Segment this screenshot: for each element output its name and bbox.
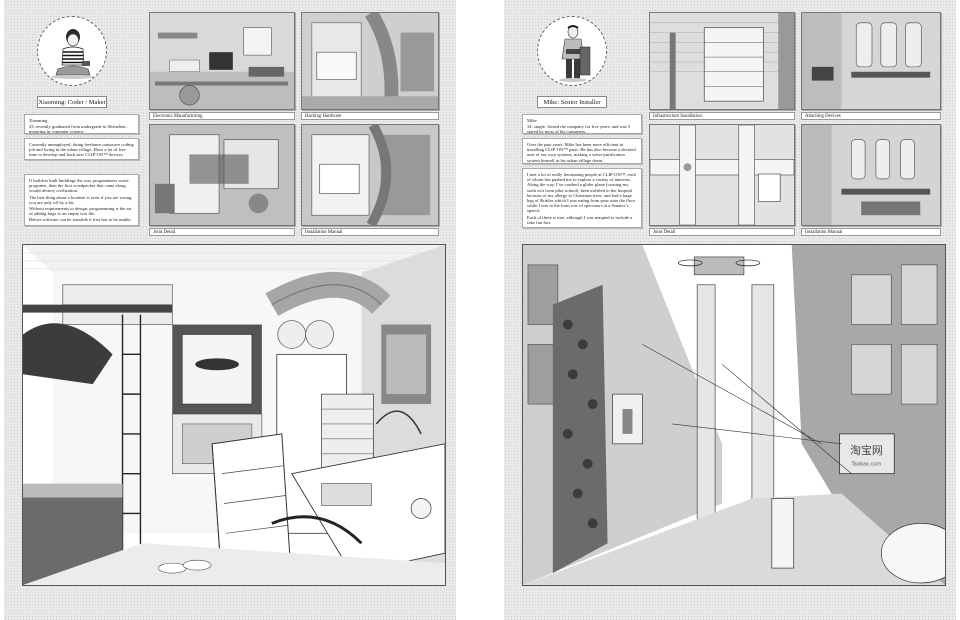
installer-avatar (537, 16, 607, 86)
coder-name-label: Xiaoming: Coder / Maker (37, 96, 107, 108)
alley-illustration: 淘宝网 Taobao.com (522, 244, 946, 586)
hacking-hardware-image (301, 12, 439, 110)
attaching-devices-image (801, 12, 941, 110)
installer-bio-line: Mike (527, 118, 537, 123)
coder-bio-intro: Xiaoming 23, recently graduated from und… (24, 114, 139, 134)
caption-installer-joint-detail: Joint Detail (649, 228, 795, 236)
infrastructure-installation-image (649, 12, 795, 110)
installer-story-line: Each of these is true, although I was te… (527, 214, 633, 225)
installation-manual-image (301, 124, 439, 226)
coder-quote-line: Without requirements or design, programm… (29, 206, 132, 217)
coder-bio-status: Currently unemployed, doing freelance ou… (24, 138, 139, 160)
electronic-manufacturing-image (149, 12, 295, 110)
taobao-sign-text: 淘宝网 (850, 443, 883, 457)
installer-joint-detail-image (649, 124, 795, 226)
caption-installation-manual: Installation Manual (301, 228, 439, 236)
coder-bio-line: Xiaoming (29, 118, 48, 123)
installer-story: I met a lot of really fascinating people… (522, 168, 642, 228)
caption-attaching-devices: Attaching Devices (801, 112, 941, 120)
caption-electronic-manufacturing: Electronic Manufacturing (149, 112, 295, 120)
caption-installer-manual: Installation Manual (801, 228, 941, 236)
coder-bio-line: 23, recently graduated from undergrade i… (29, 124, 127, 134)
coder-quote-line: The best thing about a boolean is even i… (29, 194, 133, 205)
installer-name-label: Mike: Senior Installer (537, 96, 607, 108)
coder-avatar (37, 16, 107, 86)
coder-quotes: If builders built buildings the way prog… (24, 174, 139, 226)
right-poster-sheet: Mike: Senior Installer Mike 34, single. … (504, 0, 956, 620)
caption-hacking-hardware: Hacking Hardware (301, 112, 439, 120)
installer-manual-image (801, 124, 941, 226)
caption-joint-detail: Joint Detail (149, 228, 295, 236)
installer-bio-line: 34, single. Joined the company for five … (527, 124, 631, 134)
caption-infrastructure-installation: Infrastructure Installation (649, 112, 795, 120)
coder-quote-line: If builders built buildings the way prog… (29, 178, 129, 194)
coder-room-illustration (22, 244, 446, 586)
joint-detail-image (149, 124, 295, 226)
taobao-sign-subtext: Taobao.com (851, 462, 882, 468)
coder-status-text: Currently unemployed, doing freelance ou… (29, 142, 134, 158)
installer-story-line: I met a lot of really fascinating people… (527, 172, 636, 214)
installer-bio-status: Over the past years, Mike has been more … (522, 138, 642, 164)
left-poster-sheet: Xiaoming: Coder / Maker Xiaoming 23, rec… (4, 0, 456, 620)
coder-quote-line: Before software can be reusable it first… (29, 217, 132, 223)
installer-status-text: Over the past years, Mike has been more … (527, 142, 636, 163)
installer-bio-intro: Mike 34, single. Joined the company for … (522, 114, 642, 134)
